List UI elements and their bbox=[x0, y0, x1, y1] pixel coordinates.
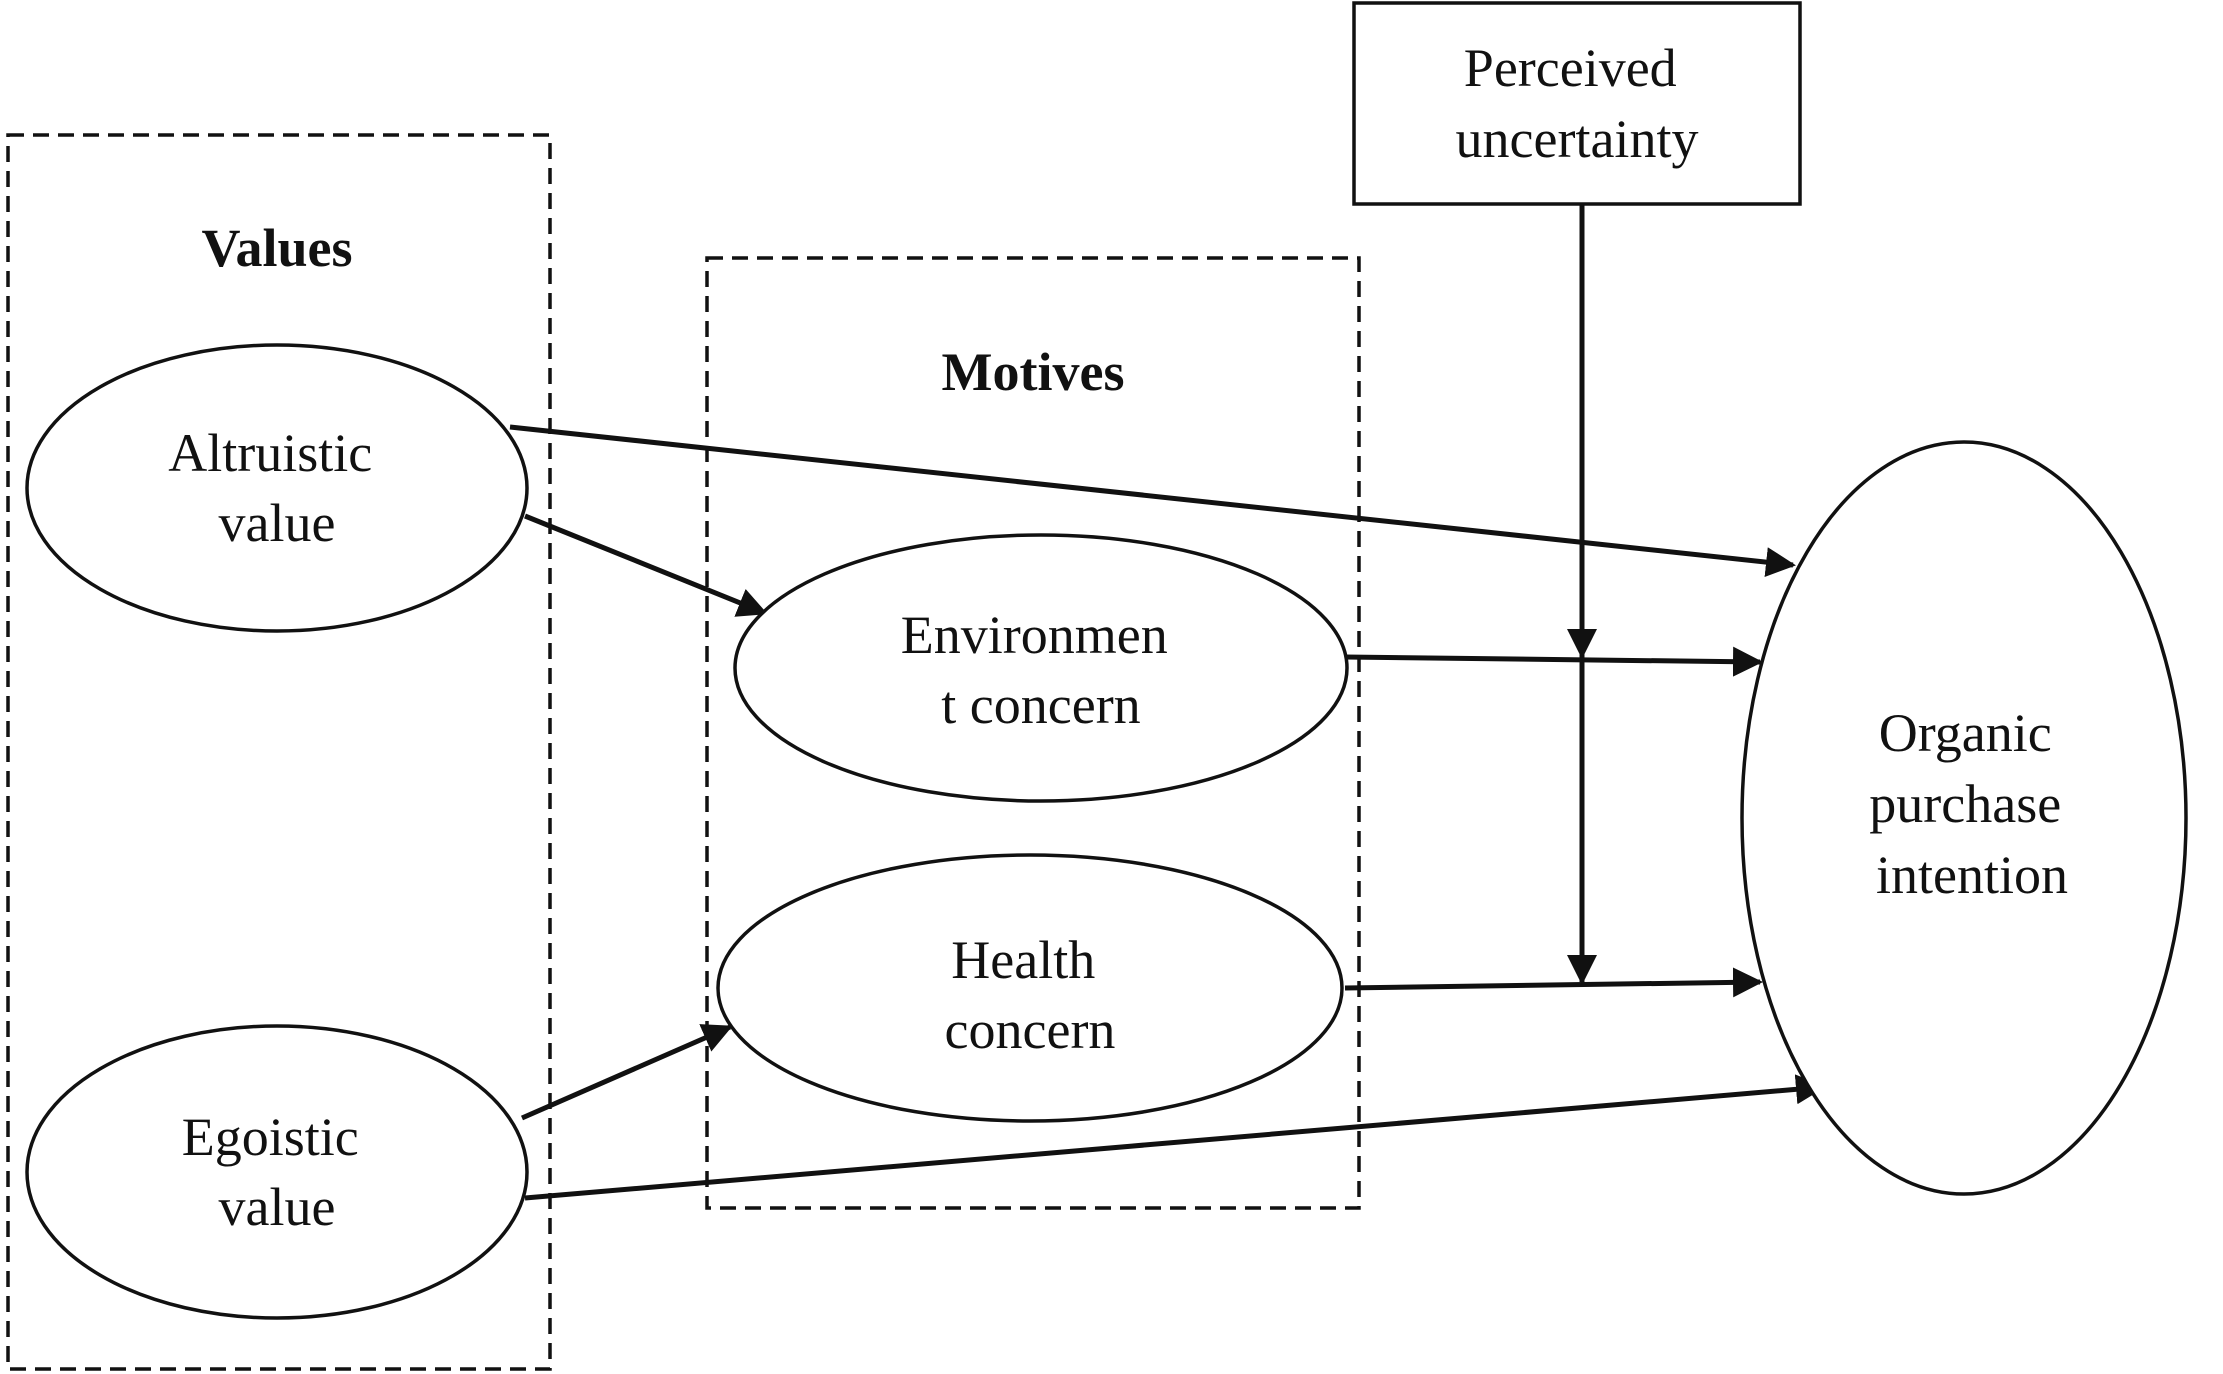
health-concern-label: Health concern bbox=[945, 930, 1116, 1060]
edge-health-to-intention bbox=[1344, 967, 1763, 998]
values-group-box bbox=[6, 133, 552, 1371]
values-group-label: Values bbox=[201, 218, 352, 278]
altruistic-value-label: Altruistic value bbox=[168, 423, 385, 553]
egoistic-value-node bbox=[25, 1024, 529, 1320]
organic-purchase-intention-label: Organic purchase intention bbox=[1869, 703, 2074, 905]
edge-altruistic-to-intention bbox=[509, 424, 1796, 578]
edge-egoistic-to-intention bbox=[524, 1074, 1826, 1201]
egoistic-value-label: Egoistic value bbox=[182, 1107, 372, 1237]
perceived-uncertainty-label: Perceived uncertainty bbox=[1456, 38, 1699, 169]
altruistic-value-node bbox=[25, 343, 529, 633]
organic-purchase-intention-node bbox=[1740, 440, 2188, 1196]
health-concern-node bbox=[716, 853, 1344, 1123]
edge-environment-to-intention bbox=[1344, 646, 1763, 677]
perceived-uncertainty-node bbox=[1352, 1, 1802, 206]
environment-concern-node bbox=[733, 533, 1349, 803]
environment-concern-label: Environmen t concern bbox=[901, 605, 1181, 735]
edge-egoistic-to-health bbox=[520, 1024, 733, 1121]
motives-group-label: Motives bbox=[942, 342, 1125, 402]
motives-group-box bbox=[705, 256, 1361, 1210]
edge-altruistic-to-environment bbox=[524, 513, 768, 617]
